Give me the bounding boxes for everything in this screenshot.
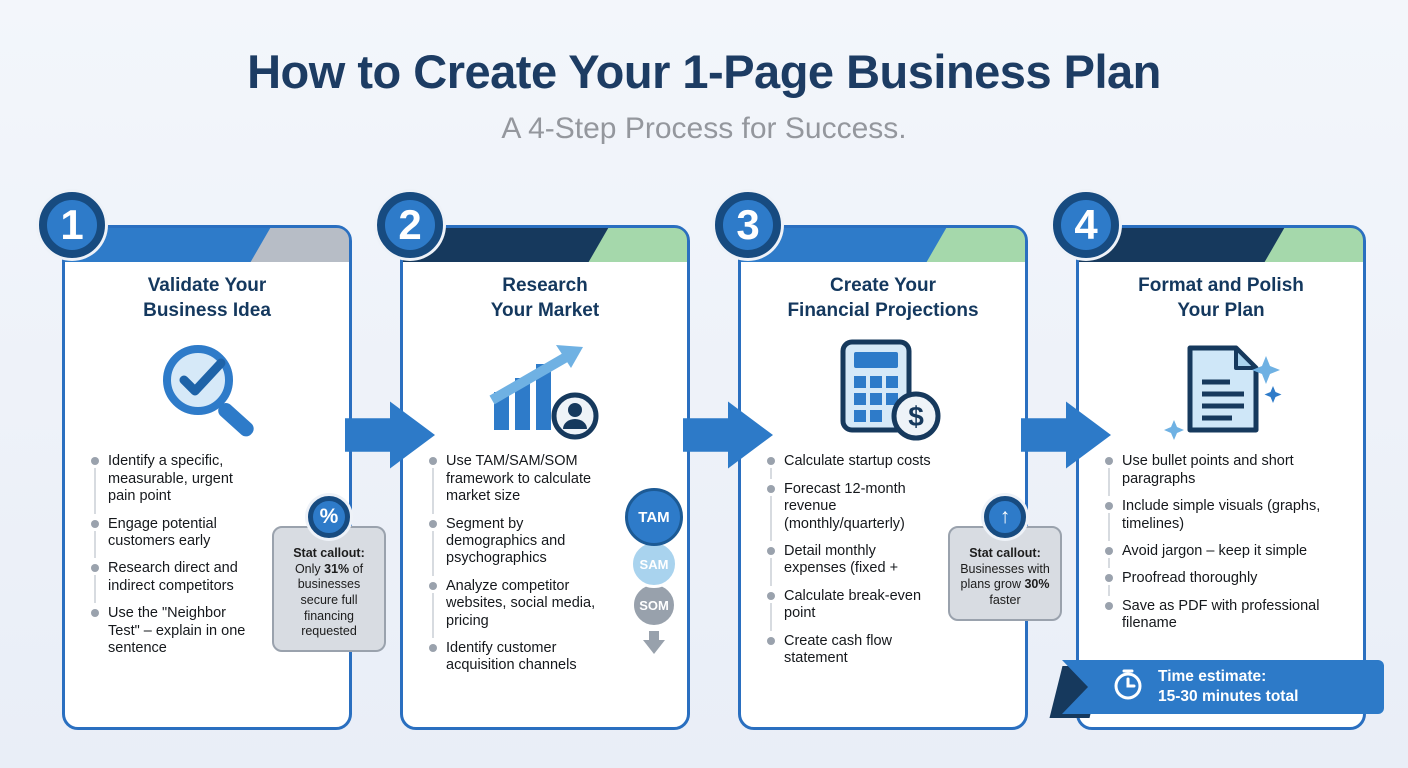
magnifier-check-icon (65, 327, 349, 451)
page-subtitle: A 4-Step Process for Success. (501, 112, 907, 145)
step-title-line1: Validate Your (147, 275, 267, 296)
bullet-item: Identify a specific, measurable, urgent … (91, 453, 257, 514)
down-arrow-icon (643, 640, 665, 654)
bullet-item: Calculate break-even point (767, 588, 933, 631)
step-number-badge: 2 (377, 192, 443, 258)
banner-text-block: Time estimate: 15-30 minutes total (1158, 667, 1298, 707)
header-accent (920, 228, 1025, 262)
bullet-item: Create cash flow statement (767, 633, 933, 668)
bullet-item: Forecast 12-month revenue (monthly/quart… (767, 481, 933, 542)
callout-body: Businesses with plans grow 30% faster (960, 561, 1050, 607)
bullet-item: Detail monthly expenses (fixed + (767, 543, 933, 586)
sam-circle: SAM (630, 540, 678, 588)
bullet-list: Use TAM/SAM/SOM framework to calculate m… (429, 453, 605, 674)
bullet-item: Use the "Neighbor Test" – explain in one… (91, 605, 257, 657)
step-number-badge: 1 (39, 192, 105, 258)
bullet-item: Use TAM/SAM/SOM framework to calculate m… (429, 453, 605, 514)
step-title-line2: Your Plan (1177, 299, 1265, 321)
callout-heading: Stat callout: (969, 546, 1041, 560)
stat-callout-box: Stat callout: Only 31% of businesses sec… (272, 526, 386, 652)
stat-callout: ↑ Stat callout: Businesses with plans gr… (948, 496, 1062, 621)
bullet-item: Calculate startup costs (767, 453, 933, 480)
bullet-item: Identify customer acquisition channels (429, 640, 605, 675)
step-title: Validate Your Business Idea (65, 274, 349, 323)
svg-text:$: $ (908, 401, 924, 432)
bullet-item: Proofread thoroughly (1105, 570, 1349, 597)
stat-callout: % Stat callout: Only 31% of businesses s… (272, 496, 386, 652)
clock-icon (1110, 667, 1146, 708)
card-header-bar (65, 228, 349, 262)
step-title-line1: Create Your (830, 275, 936, 296)
step-number-badge: 3 (715, 192, 781, 258)
header-accent (582, 228, 687, 262)
header-accent (1258, 228, 1363, 262)
page-title: How to Create Your 1-Page Business Plan (247, 45, 1161, 98)
bullet-item: Include simple visuals (graphs, timeline… (1105, 498, 1349, 541)
percent-icon: % (308, 496, 350, 538)
tam-sam-som-funnel: TAM SAM SOM (625, 488, 683, 654)
time-estimate-banner: Time estimate: 15-30 minutes total (1062, 660, 1384, 714)
bullet-item: Use bullet points and short paragraphs (1105, 453, 1349, 496)
step-title-line2: Business Idea (143, 299, 271, 321)
step-title-line1: Format and Polish (1138, 275, 1304, 296)
callout-body: Only 31% of businesses secure full finan… (294, 561, 364, 639)
bullet-item: Segment by demographics and psychographi… (429, 516, 605, 576)
bullet-list: Use bullet points and short paragraphs I… (1105, 453, 1349, 632)
bullet-item: Research direct and indirect competitors (91, 560, 257, 603)
step-title-line2: Your Market (490, 299, 600, 321)
step-card-1: 1 Validate Your Business Idea Identify a… (39, 192, 386, 730)
step-card-2: 2 Research Your Market Use TAM/SAM/SOM f… (377, 192, 690, 730)
banner-heading: Time estimate: (1158, 667, 1267, 685)
step-number-badge: 4 (1053, 192, 1119, 258)
bullet-list: Identify a specific, measurable, urgent … (91, 453, 257, 657)
header-accent (244, 228, 349, 262)
tam-circle: TAM (625, 488, 683, 546)
bullet-item: Avoid jargon – keep it simple (1105, 543, 1349, 569)
banner-detail: 15-30 minutes total (1158, 688, 1299, 705)
step-title: Create Your Financial Projections (741, 274, 1025, 323)
bullet-item: Save as PDF with professional filename (1105, 598, 1349, 633)
card-header-bar (403, 228, 687, 262)
card-header-bar (1079, 228, 1363, 262)
step-title-line2: Financial Projections (787, 299, 979, 321)
funnel-arrow-stem (649, 631, 659, 640)
document-sparkle-icon (1079, 327, 1363, 451)
step-title: Research Your Market (403, 274, 687, 323)
up-arrow-icon: ↑ (984, 496, 1026, 538)
growth-chart-icon (403, 327, 687, 451)
bullet-list: Calculate startup costs Forecast 12-mont… (767, 453, 933, 667)
stat-callout-box: Stat callout: Businesses with plans grow… (948, 526, 1062, 621)
step-card-4: 4 Format and Polish Your Plan Use bullet… (1053, 192, 1366, 730)
step-card-3: 3 Create Your Financial Projections $ Ca… (715, 192, 1062, 730)
bullet-item: Analyze competitor websites, social medi… (429, 578, 605, 639)
bullet-item: Engage potential customers early (91, 516, 257, 559)
callout-heading: Stat callout: (293, 546, 365, 560)
step-title-line1: Research (502, 275, 588, 296)
calculator-dollar-icon: $ (741, 327, 1025, 451)
step-title: Format and Polish Your Plan (1079, 274, 1363, 323)
card-header-bar (741, 228, 1025, 262)
som-circle: SOM (631, 582, 677, 628)
